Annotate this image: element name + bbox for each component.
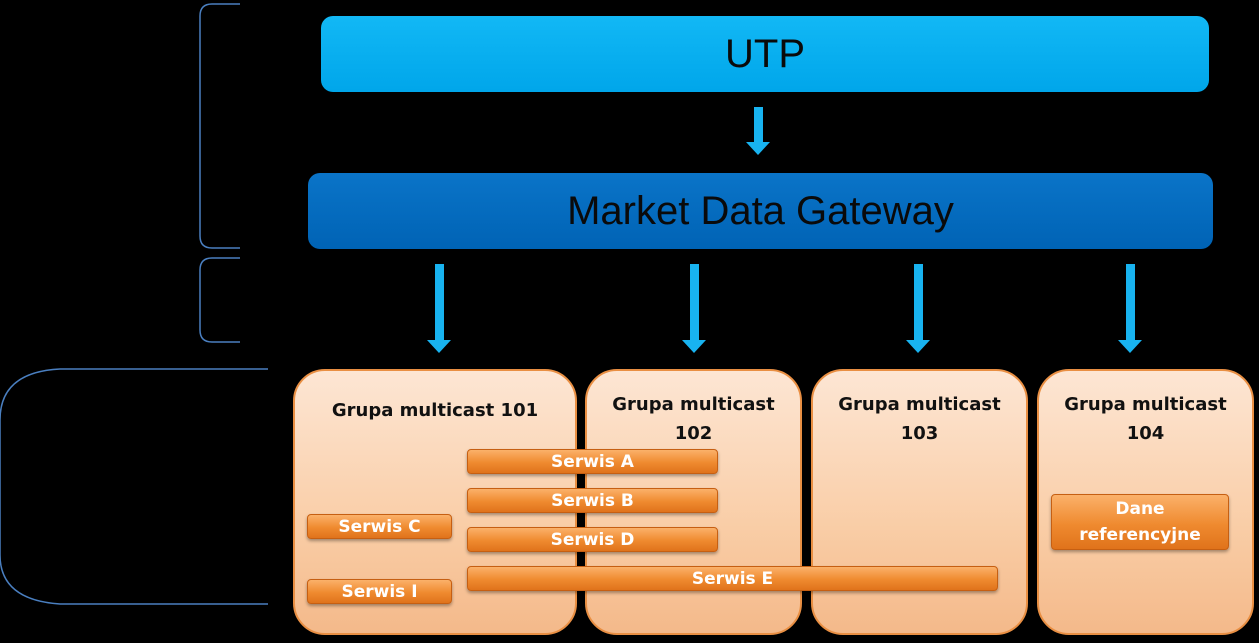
group-title: Grupa multicast 102 bbox=[612, 394, 775, 444]
service-label: Serwis C bbox=[338, 516, 421, 537]
bracket-bottom bbox=[0, 368, 268, 605]
service-c: Serwis C bbox=[307, 514, 452, 539]
group-title: Grupa multicast 103 bbox=[838, 394, 1001, 444]
service-label: Serwis E bbox=[691, 568, 774, 589]
service-i: Serwis I bbox=[307, 579, 452, 604]
utp-box: UTP bbox=[321, 16, 1209, 92]
service-label: Serwis I bbox=[341, 581, 418, 602]
service-label: Serwis A bbox=[551, 451, 634, 472]
service-e: Serwis E bbox=[467, 566, 998, 591]
group-title: Grupa multicast 101 bbox=[331, 400, 539, 421]
bracket-middle bbox=[199, 257, 240, 343]
group-title: Grupa multicast 104 bbox=[1064, 394, 1227, 444]
service-a: Serwis A bbox=[467, 449, 718, 474]
service-b: Serwis B bbox=[467, 488, 718, 513]
service-d: Serwis D bbox=[467, 527, 718, 552]
service-label: Serwis D bbox=[550, 529, 635, 550]
utp-label: UTP bbox=[725, 31, 805, 76]
service-label: Dane referencyjne bbox=[1079, 499, 1201, 545]
market-data-gateway-box: Market Data Gateway bbox=[308, 173, 1213, 249]
left-brackets bbox=[0, 3, 268, 605]
service-reference-data: Dane referencyjne bbox=[1051, 494, 1229, 550]
multicast-group-103: Grupa multicast 103 bbox=[811, 369, 1028, 635]
gateway-label: Market Data Gateway bbox=[567, 188, 954, 233]
service-label: Serwis B bbox=[551, 490, 634, 511]
bracket-top bbox=[199, 3, 240, 249]
